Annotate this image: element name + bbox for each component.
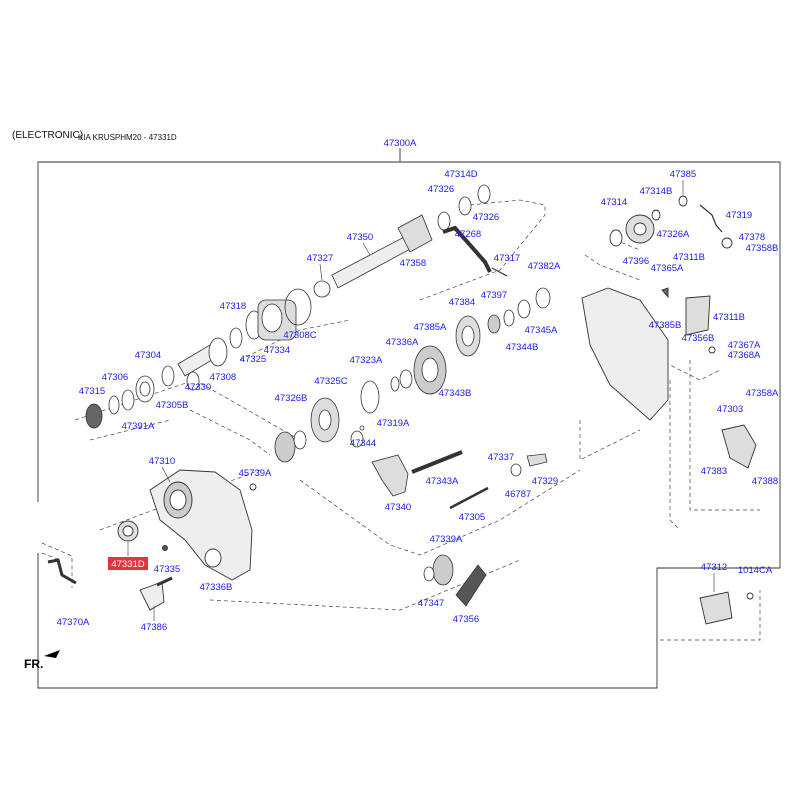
callout-label[interactable]: 47319 [726,210,752,221]
highlight-box [108,557,148,570]
callout-label[interactable]: 47304 [135,350,161,361]
callout-label[interactable]: 47350 [347,232,373,243]
callout-label[interactable]: 47336B [200,582,233,593]
callout-label-highlighted[interactable]: 47331D [111,559,144,570]
callout-label[interactable]: 47314D [444,169,477,180]
callout-label[interactable]: 47305B [156,400,189,411]
callout-label[interactable]: 47330 [185,382,211,393]
callout-label[interactable]: 47317 [494,253,520,264]
front-marker: FR. [24,657,43,671]
callout-label[interactable]: 47367A [728,340,761,351]
callout-label[interactable]: 47326 [428,184,454,195]
frame-lines [37,148,781,689]
callout-label[interactable]: 47339A [430,534,463,545]
callout-label[interactable]: 47378 [739,232,765,243]
callout-label[interactable]: 47314B [640,186,673,197]
callout-label[interactable]: 47384 [449,297,475,308]
center-parts [274,287,551,463]
callout-label[interactable]: 47358B [746,243,779,254]
actuator-47303-icon [721,424,757,469]
callout-label[interactable]: 46787 [505,489,531,500]
callout-label[interactable]: 47385B [649,320,682,331]
callout-label[interactable]: 47334 [264,345,290,356]
callout-label[interactable]: 47340 [385,502,411,513]
hose-47370A-icon [47,558,77,585]
electronic-label: (ELECTRONIC) [12,130,84,141]
callout-label[interactable]: 47311B [673,252,705,263]
callout-label[interactable]: 47323A [350,355,383,366]
callout-label[interactable]: 47382A [528,261,561,272]
callout-label[interactable]: 47386 [141,622,167,633]
callout-labels: 47314D 47326 47326 47268 47350 47358 473… [57,169,779,633]
gear-47326B-icon [274,431,296,463]
callout-label[interactable]: 47385 [670,169,696,180]
callout-label[interactable]: 47326A [657,229,690,240]
seal-47315-icon [85,403,103,429]
leader-lines [127,180,715,621]
callout-label[interactable]: 47314 [601,197,627,208]
callout-label[interactable]: 47337 [488,452,514,463]
callout-label[interactable]: 47326B [275,393,308,404]
callout-label[interactable]: 47306 [102,372,128,383]
callout-label[interactable]: 47308C [283,330,316,341]
callout-label[interactable]: 47343B [439,388,472,399]
callout-label[interactable]: 47335 [154,564,180,575]
callout-label[interactable]: 47356 [453,614,479,625]
callout-label[interactable]: 47358A [746,388,779,399]
callout-label[interactable]: 47325 [240,354,266,365]
callout-label[interactable]: 47310 [149,456,175,467]
callout-label[interactable]: 47370A [57,617,90,628]
case-47396-icon [581,287,669,421]
callout-label[interactable]: 47325C [314,376,347,387]
flange-47386-icon [139,581,165,611]
main-shaft [313,184,508,298]
breadcrumb: KIA KRUSPHM20 - 47331D [78,133,177,142]
motor-47312-icon [699,591,733,625]
chain-47356-icon [455,564,487,607]
callout-label[interactable]: 47311B [713,312,745,323]
callout-label[interactable]: 47344B [506,342,539,353]
sprocket-47339A-icon [432,554,454,586]
callout-label[interactable]: 47396 [623,256,649,267]
callout-label[interactable]: 47312 [701,562,727,573]
callout-label[interactable]: 47344 [350,438,376,449]
callout-label[interactable]: 47327 [307,253,333,264]
callout-label[interactable]: 47305 [459,512,485,523]
callout-label[interactable]: 45739A [239,468,272,479]
chain-parts [423,554,487,607]
callout-label[interactable]: 47336A [386,337,419,348]
callout-label[interactable]: 47318 [220,301,246,312]
callout-label[interactable]: 47397 [481,290,507,301]
callout-label[interactable]: 47365A [651,263,684,274]
callout-label[interactable]: 47303 [717,404,743,415]
callout-label[interactable]: 47343A [426,476,459,487]
callout-label[interactable]: 47383 [701,466,727,477]
callout-label[interactable]: 47358 [400,258,426,269]
case-housing-left [47,469,257,611]
callout-label[interactable]: 47268 [455,229,481,240]
callout-label[interactable]: 47368A [728,350,761,361]
callout-label[interactable]: 47345A [525,325,558,336]
front-arrow-icon [44,650,60,658]
callout-label[interactable]: 47308 [210,372,236,383]
callout-label[interactable]: 47385A [414,322,447,333]
left-parts [85,288,312,429]
shift-parts [371,450,548,510]
callout-label[interactable]: 47388 [752,476,778,487]
callout-label[interactable]: 47319A [377,418,410,429]
case-housing-right [581,195,757,625]
callout-label[interactable]: 47391A [122,421,155,432]
callout-label[interactable]: 47347 [418,598,444,609]
callout-label[interactable]: 47315 [79,386,105,397]
callout-label[interactable]: 47326 [473,212,499,223]
callout-label[interactable]: 47329 [532,476,558,487]
shift-fork-47340-icon [371,454,409,497]
callout-label[interactable]: 1014CA [738,565,773,576]
assembly-label: 47300A [384,138,417,149]
callout-label[interactable]: 47356B [682,333,715,344]
